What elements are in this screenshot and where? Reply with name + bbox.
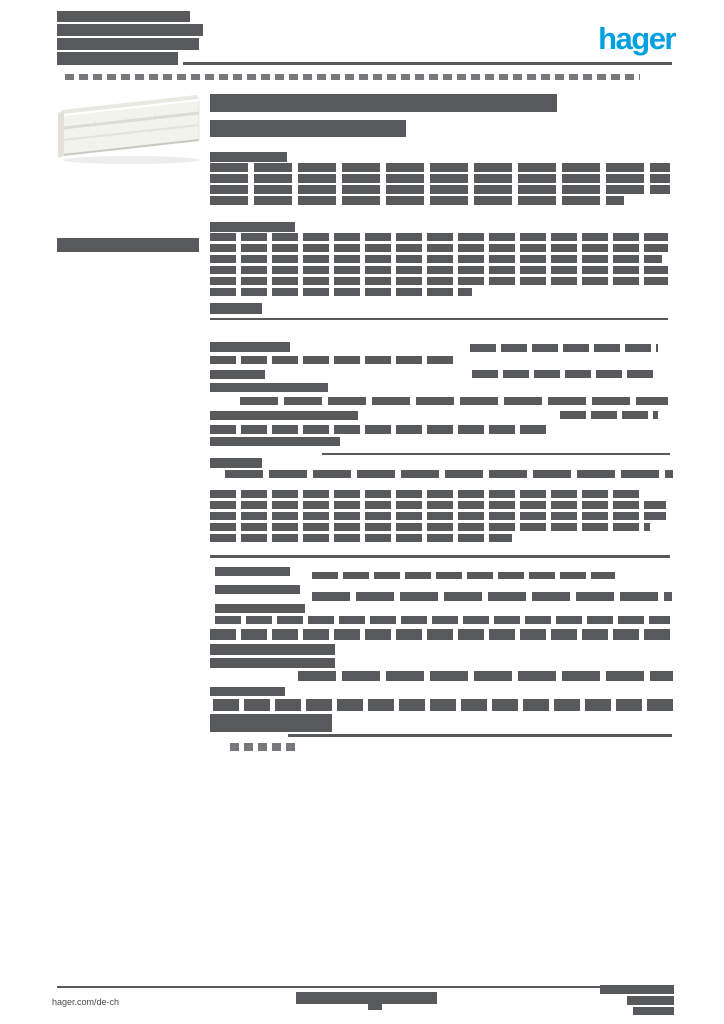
footer-right-text: [627, 996, 674, 1005]
spec-value: [470, 344, 658, 352]
paragraph-line: [210, 266, 668, 274]
spec-label: [210, 437, 340, 446]
header-address-line: [57, 11, 190, 22]
spec-value: [225, 470, 673, 478]
side-column-label: [57, 238, 199, 252]
title-bar: [210, 94, 557, 112]
spec-label: [215, 567, 290, 576]
paragraph-line: [210, 534, 512, 542]
spec-label: [215, 585, 300, 594]
spec-label: [210, 658, 335, 668]
spec-label: [210, 687, 285, 696]
paragraph-line: [210, 233, 668, 241]
paragraph-line: [210, 288, 472, 296]
spec-value: [312, 572, 615, 579]
paragraph-line: [210, 196, 624, 205]
spec-label: [210, 383, 328, 392]
product-image: [55, 86, 207, 170]
footer-center-text: [368, 1004, 382, 1010]
spec-label: [210, 714, 332, 732]
subtitle-bar: [210, 120, 406, 137]
spec-label: [210, 458, 262, 468]
footer-center-text: [296, 992, 437, 1004]
footer-rule: [57, 986, 672, 988]
paragraph-line: [210, 244, 668, 252]
footer-right-text: [633, 1007, 674, 1015]
spec-value: [215, 616, 670, 624]
table-rule: [288, 734, 672, 737]
paragraph-line: [210, 174, 670, 183]
header-address-line: [57, 38, 199, 50]
hager-logo: hager: [598, 21, 676, 56]
table-rule: [210, 318, 668, 320]
spec-value: [240, 397, 668, 405]
footer-right-text: [600, 985, 674, 994]
paragraph-line: [210, 523, 650, 531]
paragraph-line: [210, 255, 662, 263]
section-label: [210, 152, 287, 162]
paragraph-line: [210, 512, 666, 520]
header-fine-print: [65, 74, 640, 80]
spec-label: [210, 342, 290, 352]
footnote-line: [230, 743, 300, 751]
paragraph-line: [210, 185, 670, 194]
spec-value: [210, 356, 458, 364]
table-rule: [322, 453, 670, 455]
header-address-line: [57, 24, 203, 36]
header-rule: [183, 62, 672, 65]
paragraph-line: [210, 277, 668, 285]
footer-link[interactable]: hager.com/de-ch: [52, 997, 120, 1007]
spec-value: [210, 425, 548, 434]
spec-value: [298, 671, 673, 681]
paragraph-line: [210, 163, 670, 172]
paragraph-line: [213, 699, 673, 711]
paragraph-line: [210, 501, 666, 509]
section-label: [210, 222, 295, 232]
header-address-line: [57, 52, 178, 65]
spec-label: [215, 604, 305, 613]
footer-link-box: hager.com/de-ch: [48, 991, 145, 1013]
table-rule: [210, 555, 670, 558]
paragraph-line: [210, 490, 640, 498]
spec-label: [210, 644, 335, 655]
section-label: [210, 303, 262, 314]
spec-value: [560, 411, 658, 419]
spec-label: [210, 411, 358, 420]
paragraph-line: [210, 629, 670, 640]
wall-trunking-illustration: [58, 95, 200, 164]
spec-label: [210, 370, 265, 379]
spec-value: [312, 592, 672, 601]
spec-value: [472, 370, 658, 378]
